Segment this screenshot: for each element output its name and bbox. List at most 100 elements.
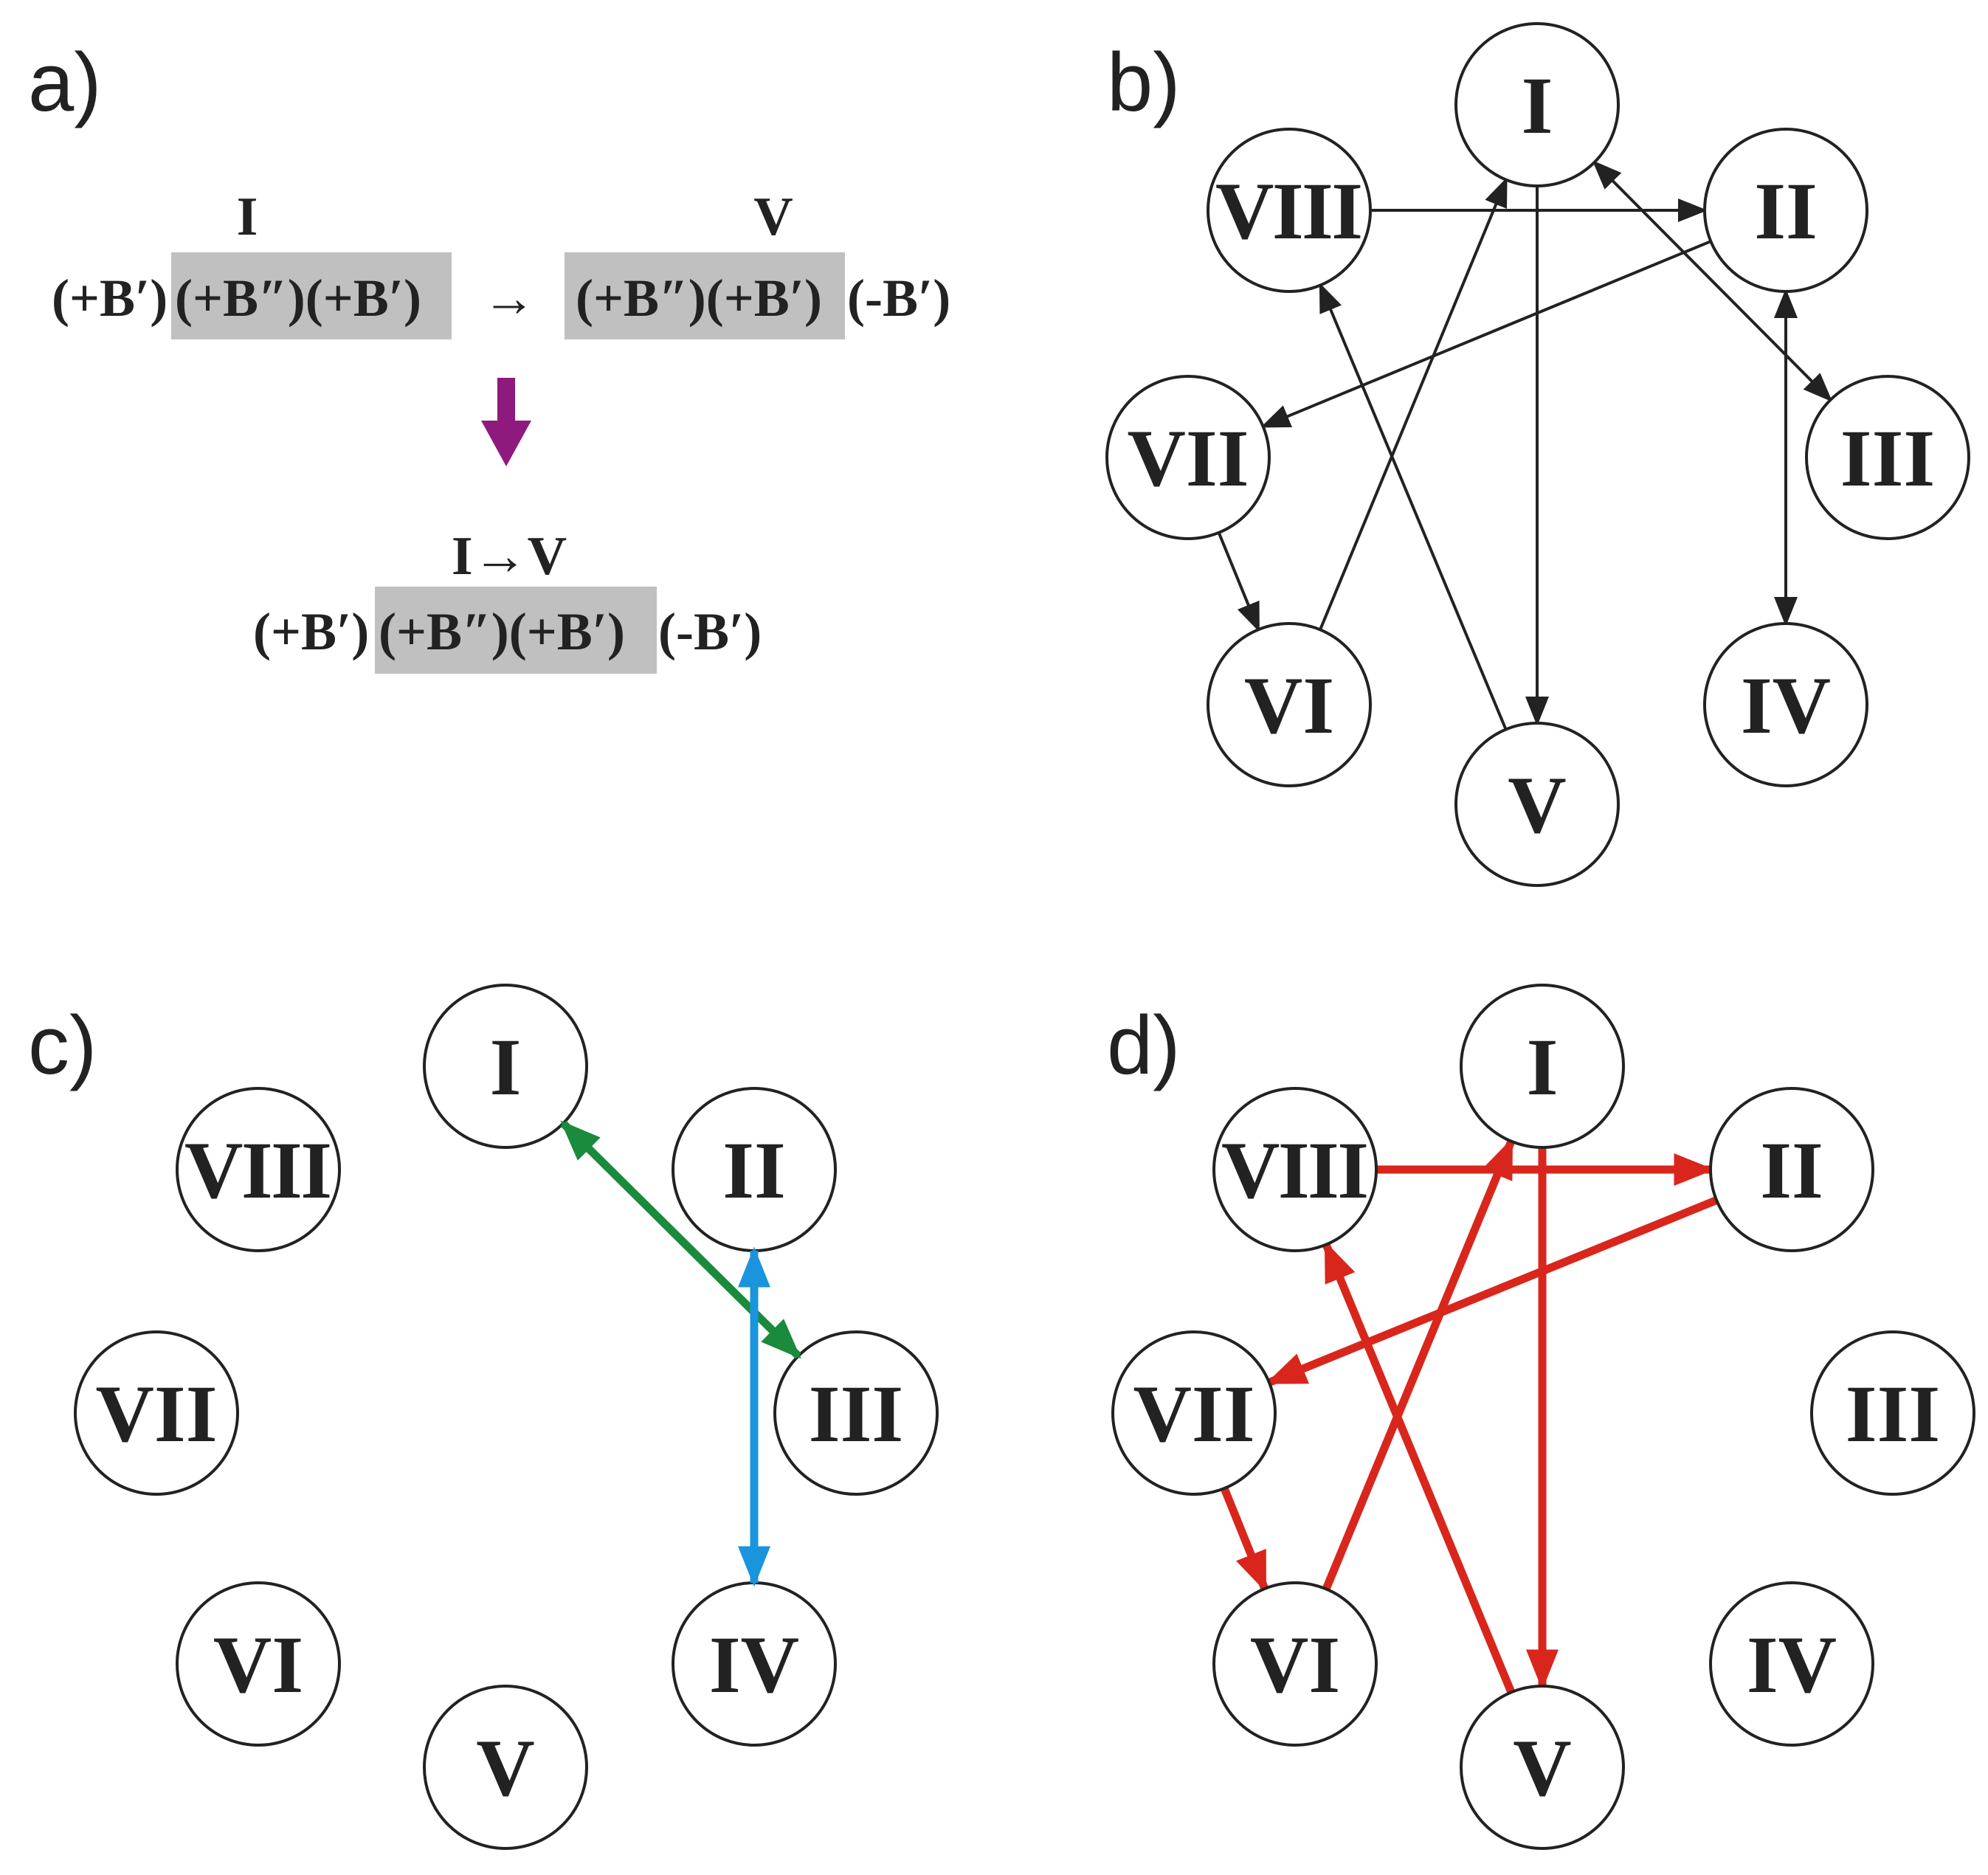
node-circle [1454, 22, 1620, 187]
node-circle [1703, 622, 1868, 787]
node-label: I [490, 1022, 522, 1112]
panel-d-label: d) [1107, 999, 1181, 1091]
node-i: I [1454, 22, 1620, 187]
seq1-prefix: (+B′) [52, 269, 168, 328]
node-iv: IV [1709, 1581, 1874, 1747]
edge-v-viii [1319, 282, 1508, 731]
panel-c-label: c) [28, 999, 97, 1091]
node-label: VIII [1215, 166, 1363, 256]
node-iv: IV [1703, 622, 1868, 787]
node-circle [423, 984, 588, 1149]
node-label: I [1522, 61, 1553, 151]
node-circle [1207, 622, 1372, 787]
node-label: IV [1741, 660, 1831, 750]
node-circle [1460, 984, 1625, 1149]
node-viii: VIII [176, 1087, 341, 1252]
transition-arrow: → [483, 269, 536, 328]
node-label: III [809, 1369, 903, 1459]
node-vi: VI [1207, 622, 1372, 787]
panel-a-label: a) [28, 36, 102, 128]
edge-v-viii [1322, 1240, 1516, 1694]
node-circle [176, 1087, 341, 1252]
seq3-suffix: (-B′) [658, 602, 762, 661]
node-circle [1454, 722, 1620, 887]
node-circle [1703, 128, 1868, 293]
node-circle [1105, 375, 1271, 540]
edge-ii-vii [1265, 1196, 1719, 1387]
node-label: VIII [184, 1125, 332, 1215]
node-label: VII [95, 1369, 217, 1459]
panel-c-edges [560, 1120, 801, 1587]
node-v: V [1454, 722, 1620, 887]
state-to-label: V [753, 187, 793, 247]
node-iv: IV [672, 1581, 837, 1747]
node-v: V [1460, 1685, 1625, 1850]
node-label: V [1508, 760, 1566, 850]
node-ii: II [672, 1087, 837, 1252]
edge-vi-i [1319, 176, 1508, 631]
seq1-highlighted: (+B″)(+B′) [175, 269, 421, 328]
node-viii: VIII [1207, 128, 1372, 293]
node-circle [1212, 1581, 1378, 1747]
node-circle [1460, 1685, 1625, 1850]
node-iii: III [1805, 375, 1970, 540]
edge-ii-vii [1260, 240, 1712, 428]
combined-state-label: I→V [452, 526, 567, 587]
node-label: III [1846, 1369, 1940, 1459]
node-circle [176, 1581, 341, 1747]
edge-vii-vi [1221, 1486, 1269, 1593]
node-label: VI [213, 1620, 303, 1710]
node-circle [74, 1330, 239, 1496]
node-v: V [423, 1685, 588, 1850]
node-vii: VII [74, 1330, 239, 1496]
node-circle [1709, 1581, 1874, 1747]
seq3-highlighted: (+B″)(+B′) [379, 602, 625, 661]
node-label: IV [1747, 1620, 1837, 1710]
highlight-box-3 [375, 587, 657, 674]
node-vi: VI [176, 1581, 341, 1747]
seq3-prefix: (+B′) [253, 602, 369, 661]
node-circle [1810, 1330, 1975, 1496]
seq2-highlighted: (+B″)(+B′) [576, 269, 822, 328]
edge-vi-i [1322, 1137, 1516, 1591]
highlight-box-2 [565, 252, 845, 339]
node-circle [1709, 1087, 1874, 1252]
node-circle [1111, 1330, 1277, 1496]
node-label: V [1513, 1723, 1571, 1813]
node-circle [1207, 128, 1372, 293]
node-label: V [476, 1723, 534, 1813]
node-label: III [1840, 413, 1935, 503]
node-label: IV [709, 1620, 799, 1710]
node-viii: VIII [1212, 1087, 1378, 1252]
state-from-label: I [237, 187, 258, 247]
node-label: VI [1250, 1620, 1340, 1710]
node-ii: II [1709, 1087, 1874, 1252]
node-label: VI [1244, 660, 1334, 750]
node-label: II [1754, 166, 1818, 256]
node-label: VII [1127, 413, 1249, 503]
node-label: II [1760, 1125, 1823, 1215]
node-label: II [722, 1125, 786, 1215]
node-circle [1212, 1087, 1378, 1252]
node-iii: III [1810, 1330, 1975, 1496]
node-i: I [423, 984, 588, 1149]
node-label: I [1527, 1022, 1559, 1112]
node-vii: VII [1105, 375, 1271, 540]
edge-vii-vi [1217, 532, 1260, 632]
node-circle [1805, 375, 1970, 540]
panel-a: a) I V (+B′) (+B″)(+B′) → (+B″)(+B′) (-B… [28, 36, 950, 674]
panel-b-label: b) [1107, 36, 1181, 128]
panel-b-edges [1217, 160, 1833, 731]
node-label: VIII [1221, 1125, 1369, 1215]
node-circle [773, 1330, 939, 1496]
node-i: I [1460, 984, 1625, 1149]
node-vi: VI [1212, 1581, 1378, 1747]
node-iii: III [773, 1330, 939, 1496]
